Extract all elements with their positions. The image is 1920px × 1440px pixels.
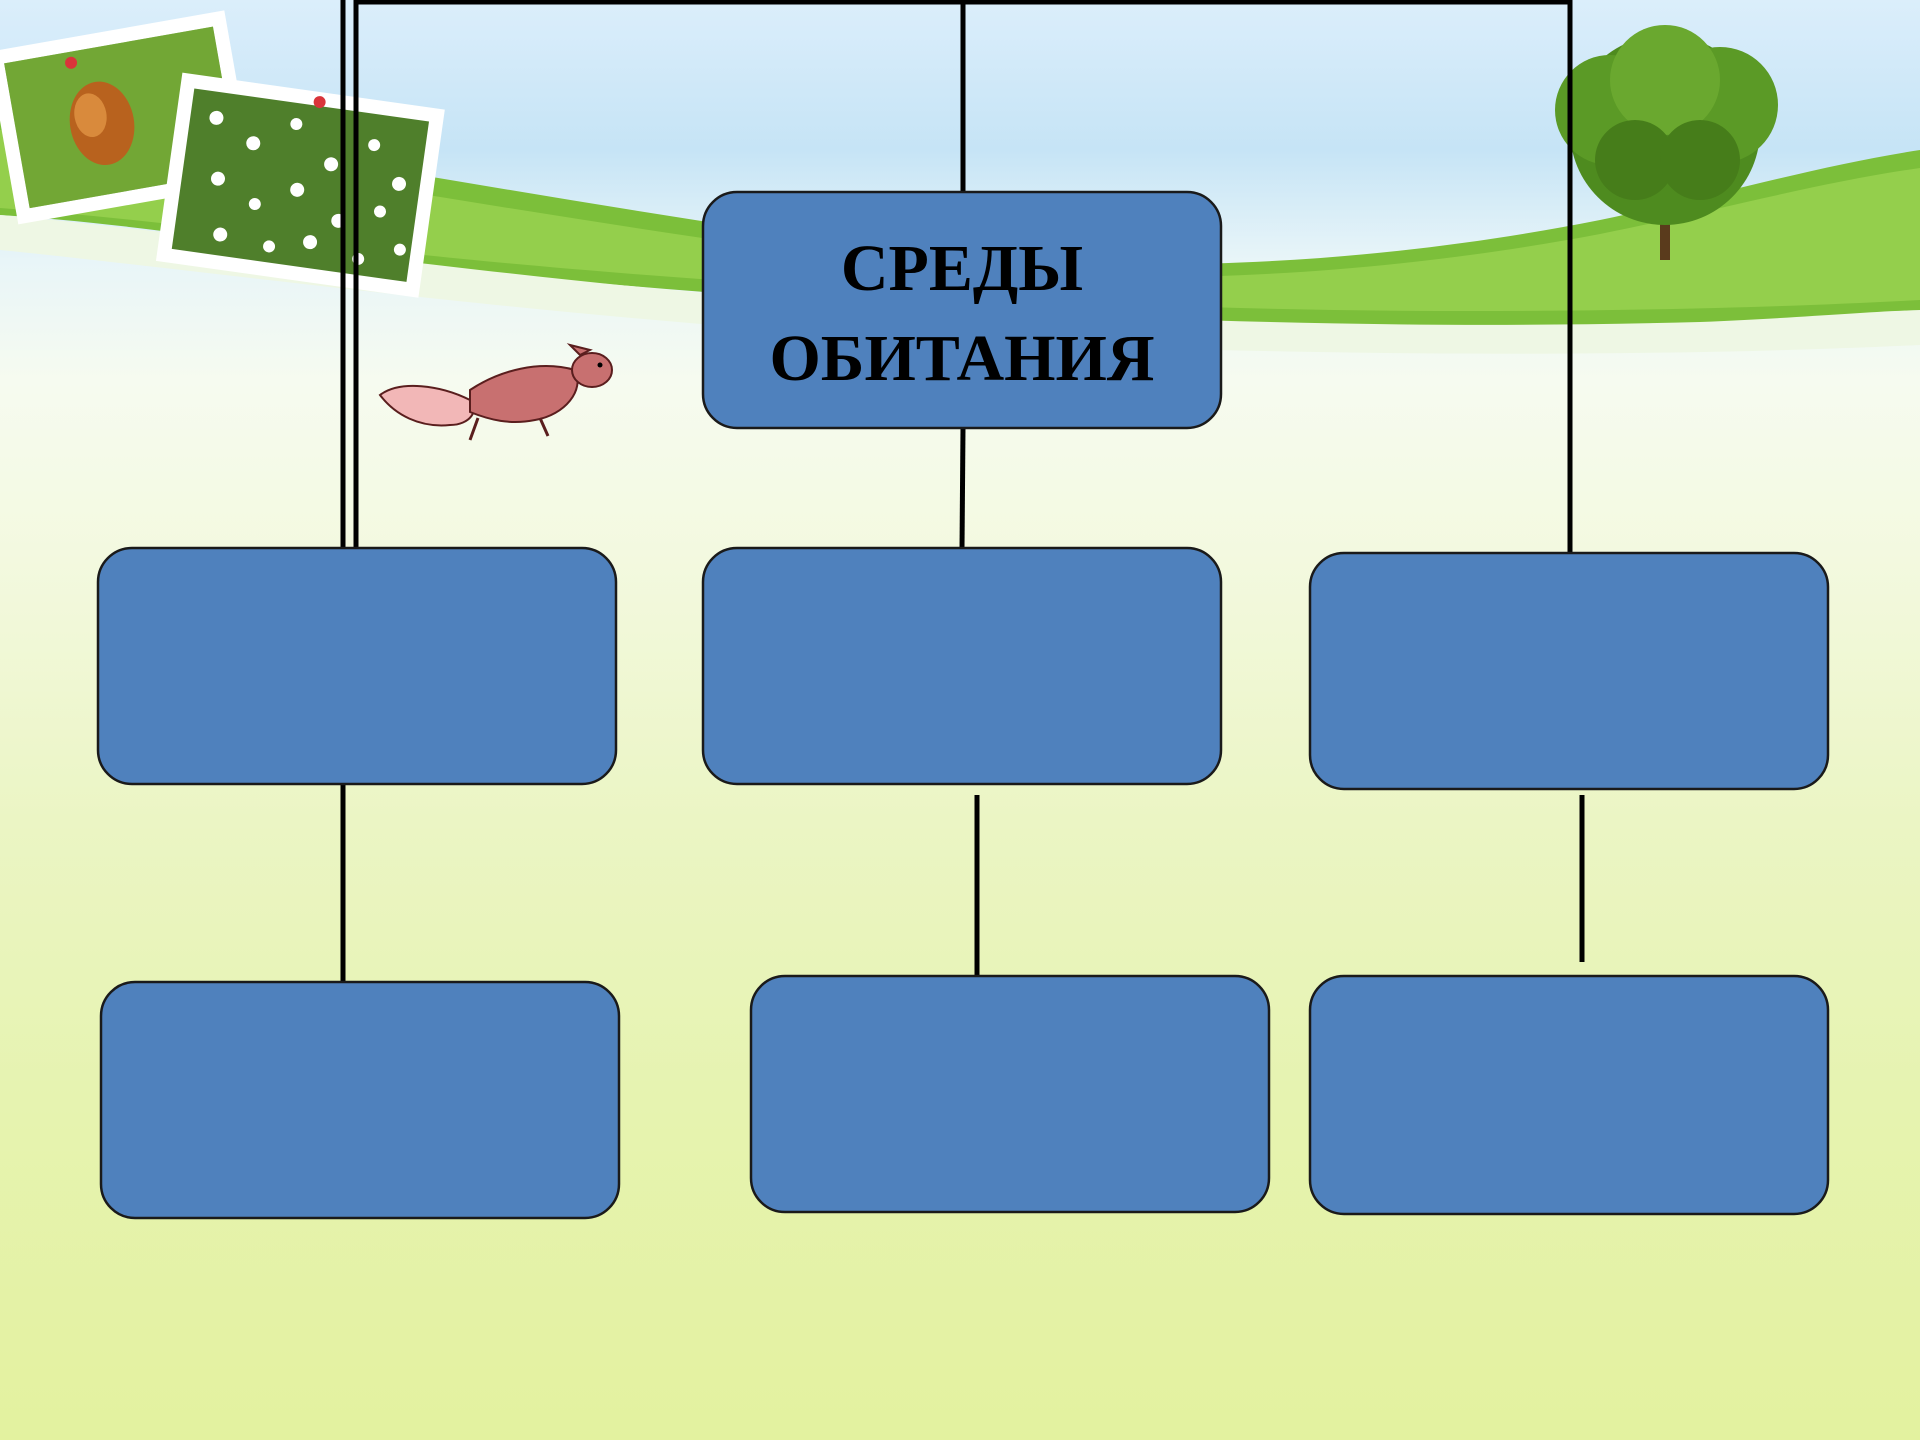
daisy-photo <box>156 73 445 298</box>
squirrel-clipart <box>380 345 612 440</box>
habitat-box-1 <box>98 548 616 784</box>
habitat-box-3 <box>1310 553 1828 789</box>
example-box-2 <box>751 976 1269 1212</box>
title-line-2: ОБИТАНИЯ <box>769 322 1154 395</box>
title-line-1: СРЕДЫ <box>841 232 1083 305</box>
habitat-box-2 <box>703 548 1221 784</box>
example-box-1 <box>101 982 619 1218</box>
example-box-3 <box>1310 976 1828 1214</box>
connectors <box>343 0 1582 982</box>
